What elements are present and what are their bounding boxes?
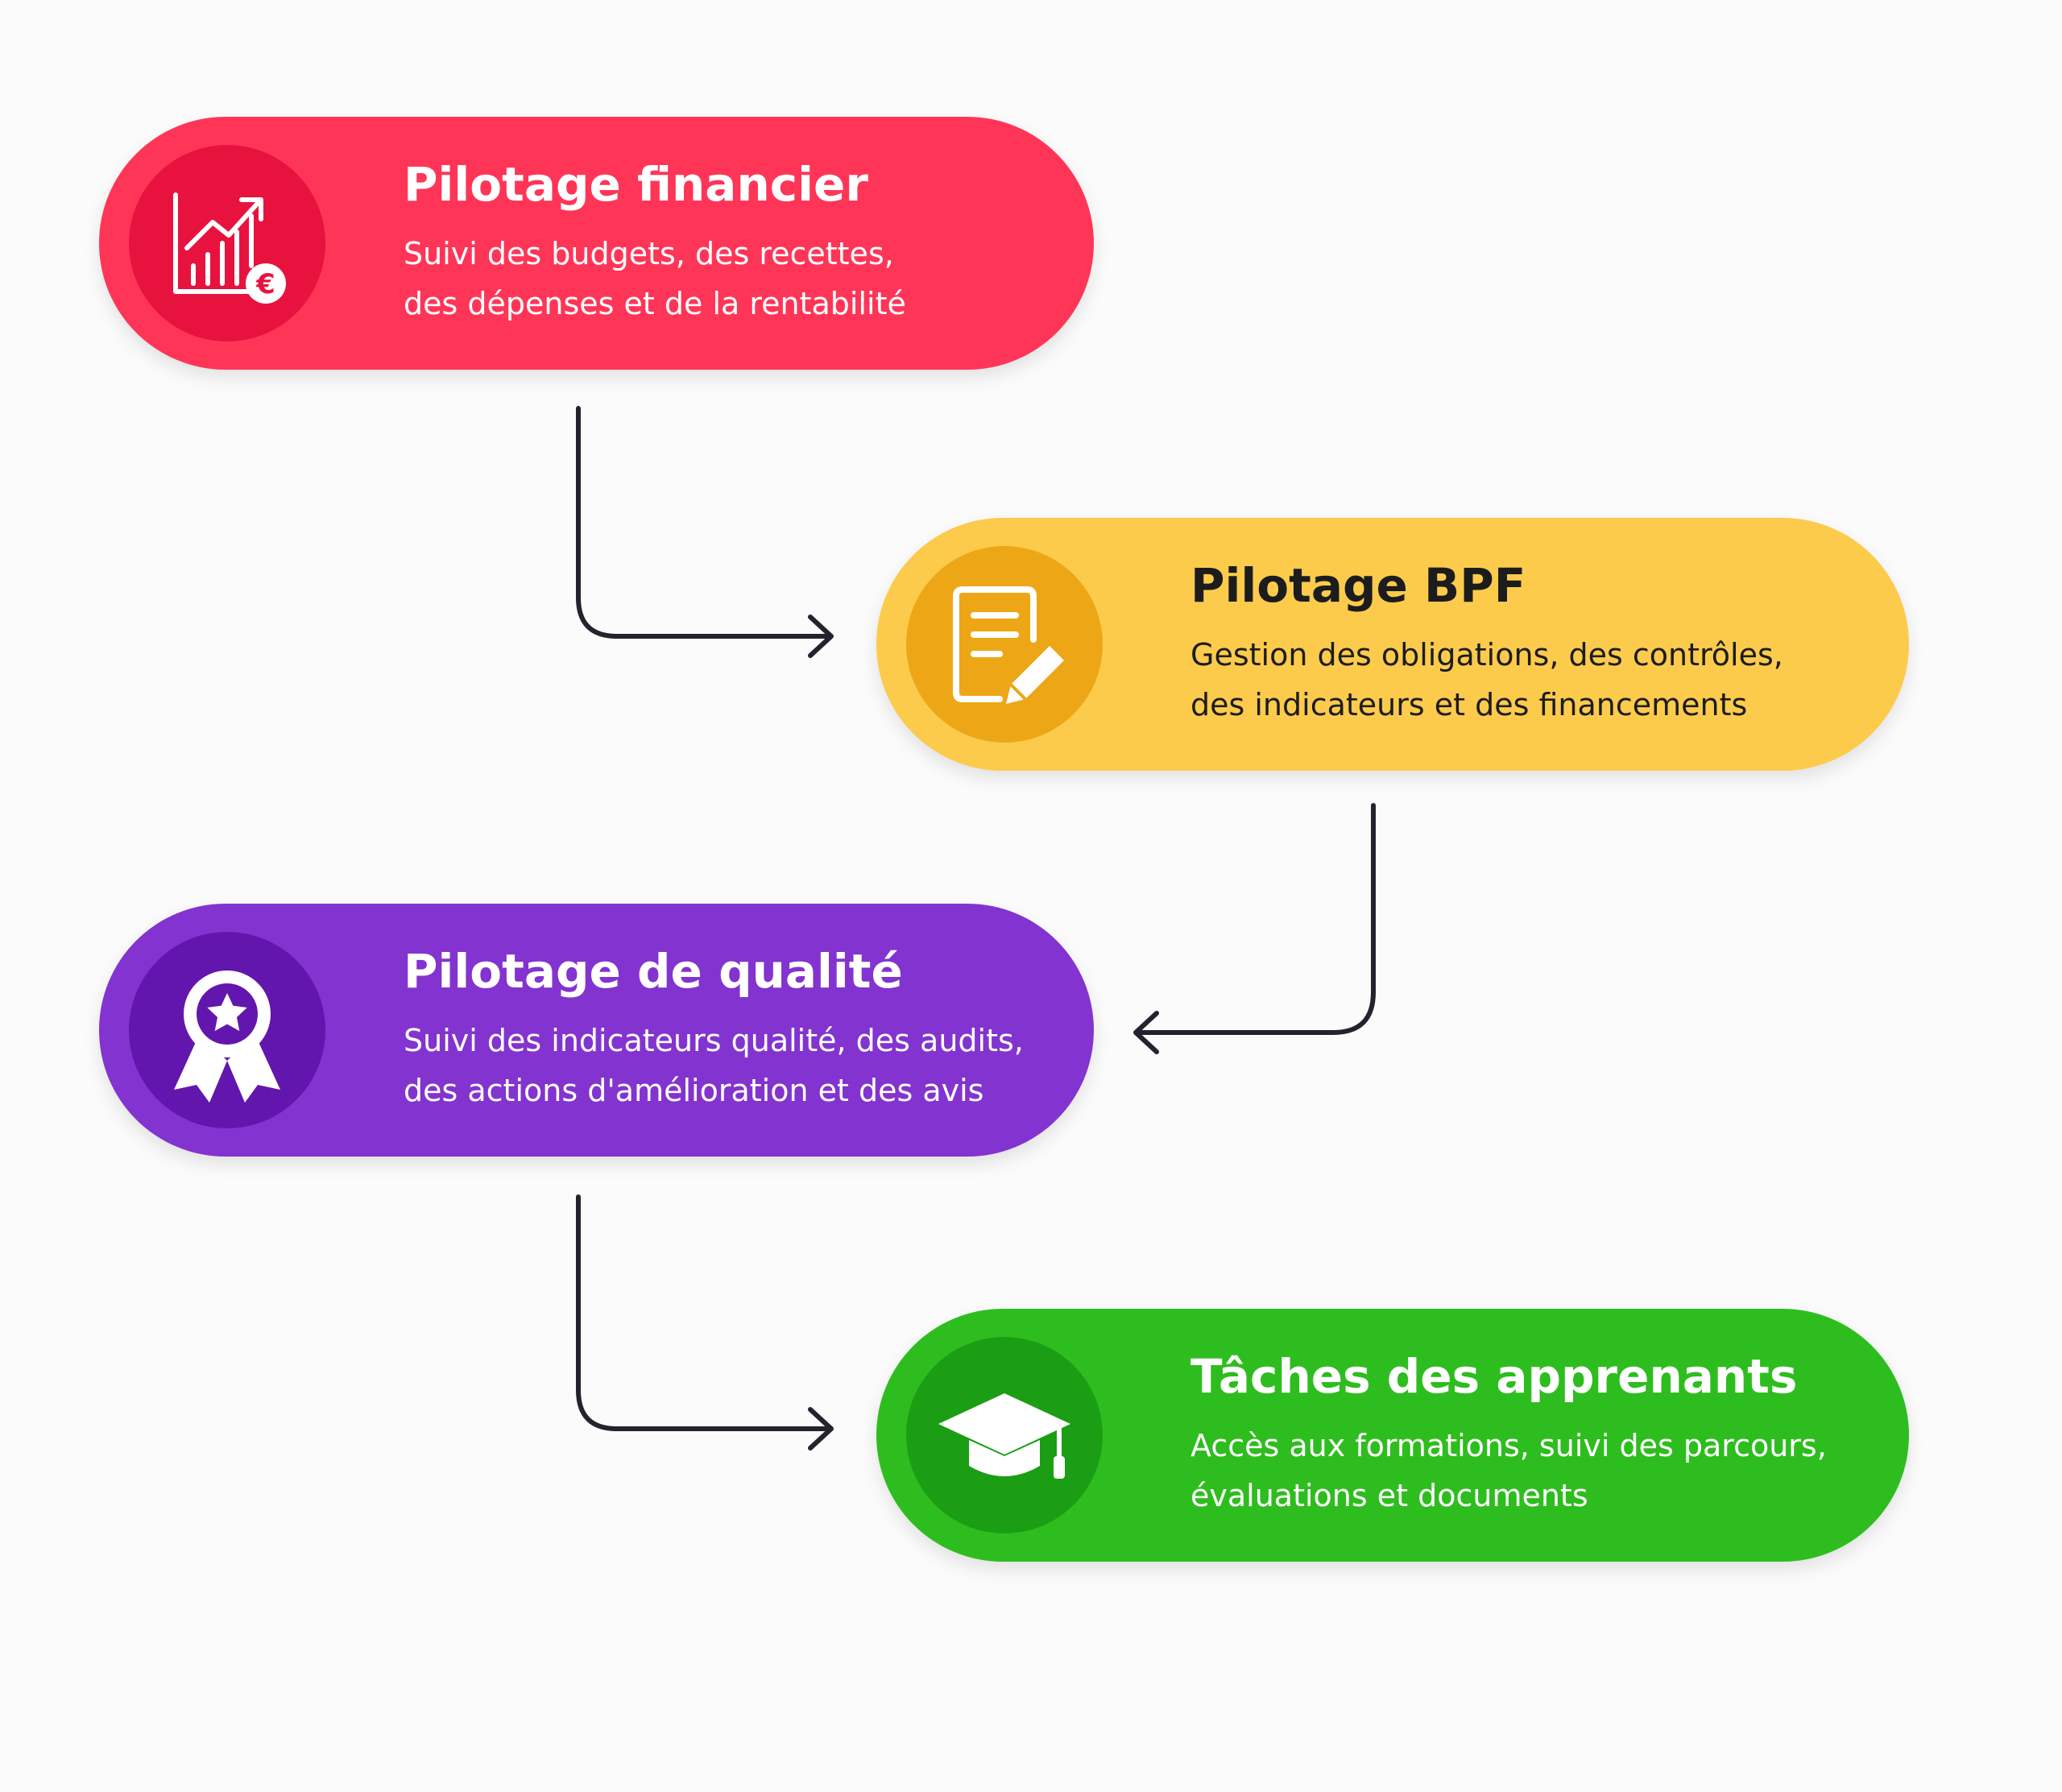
step-card-learners: Tâches des apprenants Accès aux formatio… (876, 1309, 1909, 1562)
svg-text:€: € (255, 268, 275, 300)
description-line: des dépenses et de la rentabilité (404, 286, 906, 322)
step-title: Tâches des apprenants (1190, 1348, 1798, 1404)
connector-arrow-3 (576, 1194, 832, 1431)
description-line: Accès aux formations, suivi des parcours… (1190, 1428, 1827, 1464)
connector-arrowhead-2 (1133, 1011, 1159, 1054)
icon-circle: € (129, 145, 325, 341)
step-title: Pilotage financier (404, 156, 868, 212)
icon-circle (129, 932, 325, 1128)
document-edit-icon (953, 586, 1064, 704)
connector-arrowhead-1 (808, 615, 834, 658)
award-ribbon-icon (174, 970, 280, 1103)
description-line: des indicateurs et des financements (1190, 687, 1748, 723)
step-description: Suivi des indicateurs qualité, des audit… (404, 1016, 1062, 1115)
connector-arrowhead-3 (808, 1407, 834, 1451)
description-line: Suivi des budgets, des recettes, (404, 236, 894, 272)
icon-circle (906, 546, 1103, 743)
connector-arrow-2 (1135, 803, 1376, 1035)
icon-circle (906, 1337, 1103, 1533)
step-text: Tâches des apprenants Accès aux formatio… (1190, 1309, 1877, 1562)
step-title: Pilotage BPF (1190, 557, 1526, 613)
description-line: des actions d'amélioration et des avis (404, 1073, 984, 1109)
step-card-financial: € Pilotage financier Suivi des budgets, … (99, 117, 1094, 370)
step-description: Suivi des budgets, des recettes, des dép… (404, 229, 1062, 329)
description-line: Gestion des obligations, des contrôles, (1190, 637, 1783, 673)
step-card-bpf: Pilotage BPF Gestion des obligations, de… (876, 518, 1909, 771)
step-text: Pilotage de qualité Suivi des indicateur… (404, 904, 1062, 1157)
step-description: Gestion des obligations, des contrôles, … (1190, 630, 1877, 730)
description-line: Suivi des indicateurs qualité, des audit… (404, 1023, 1024, 1059)
step-card-quality: Pilotage de qualité Suivi des indicateur… (99, 904, 1094, 1157)
financial-chart-euro-icon: € (173, 192, 286, 304)
description-line: évaluations et documents (1190, 1478, 1588, 1514)
graduation-cap-icon (938, 1393, 1070, 1479)
step-description: Accès aux formations, suivi des parcours… (1190, 1421, 1877, 1521)
connector-arrow-1 (576, 406, 832, 639)
step-title: Pilotage de qualité (404, 943, 903, 999)
step-text: Pilotage BPF Gestion des obligations, de… (1190, 518, 1877, 771)
step-text: Pilotage financier Suivi des budgets, de… (404, 117, 1062, 370)
